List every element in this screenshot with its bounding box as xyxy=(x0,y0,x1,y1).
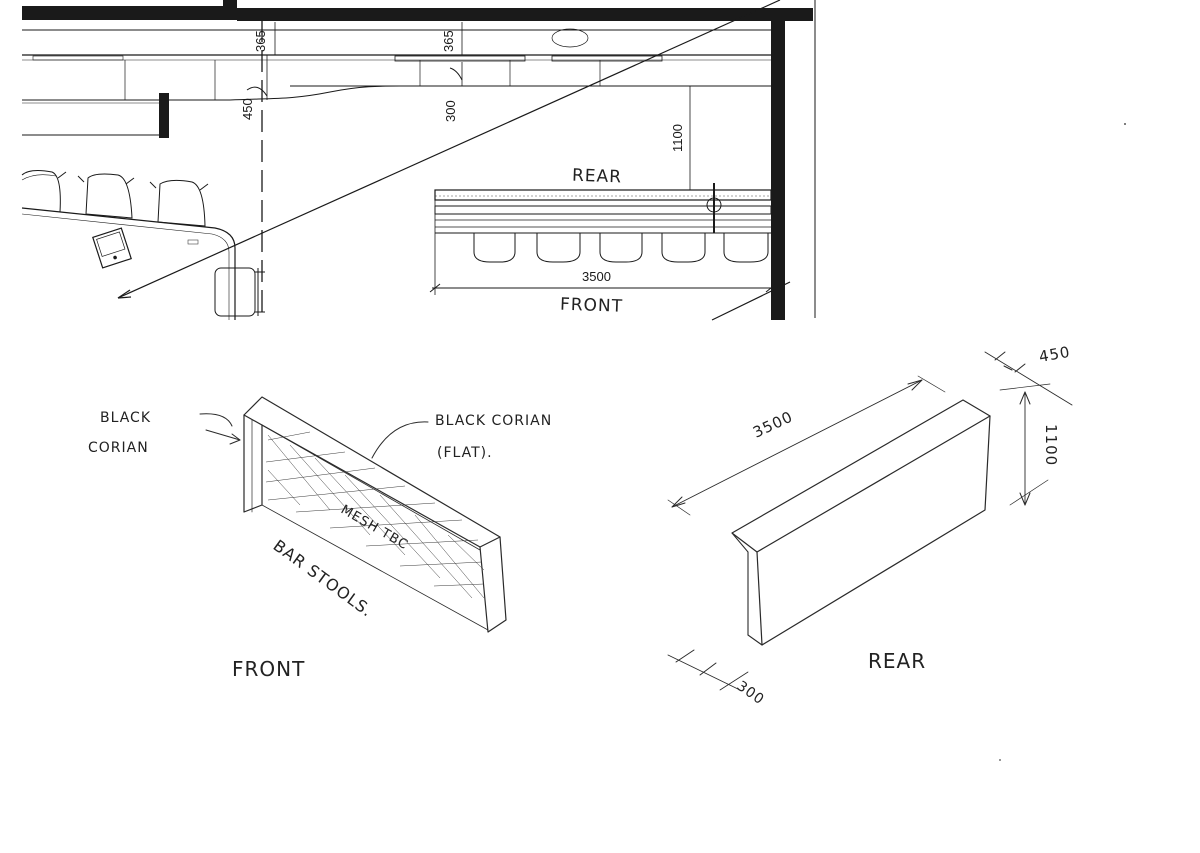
plan-column xyxy=(159,93,169,138)
plan-dim-3500: 3500 xyxy=(582,269,611,284)
plan-wall-top-left xyxy=(22,6,227,20)
plan-dim-365-right: 365 xyxy=(441,30,456,52)
plan-dim-450: 450 xyxy=(240,98,255,120)
label-black-corian-top-line1: BLACK CORIAN xyxy=(435,413,552,429)
label-bar-stools: BAR STOOLS. xyxy=(270,536,377,621)
rear-dim-1100: 1100 xyxy=(1042,424,1060,466)
caption-front: FRONT xyxy=(232,657,305,681)
plan-wall-top-right xyxy=(237,8,813,21)
rear-dim-450: 450 xyxy=(1038,343,1072,366)
label-black-corian-side-word2: CORIAN xyxy=(88,440,149,456)
plan-wall-right xyxy=(771,20,785,320)
label-black-corian-side-line1: BLACK CORIAN xyxy=(88,410,151,456)
rear-dim-300: 300 xyxy=(734,678,768,708)
plan-label-rear: REAR xyxy=(572,166,623,188)
plan-dim-365-left: 365 xyxy=(253,30,268,52)
rear-dim-3500: 3500 xyxy=(750,407,796,441)
plan-label-front: FRONT xyxy=(560,295,624,317)
caption-rear: REAR xyxy=(868,649,926,673)
rear-sketch: 3500 450 1100 300 REAR xyxy=(667,343,1073,708)
label-black-corian-top-line2: (FLAT). xyxy=(437,445,493,461)
floor-plan: 365 365 450 300 1100 3500 REAR FRONT xyxy=(21,0,816,321)
plan-dim-1100: 1100 xyxy=(670,124,685,152)
plan-wall-notch xyxy=(223,0,237,20)
label-black-corian-side-word1: BLACK xyxy=(100,410,151,426)
laptop-icon xyxy=(92,227,132,269)
plan-dim-300: 300 xyxy=(443,100,458,122)
